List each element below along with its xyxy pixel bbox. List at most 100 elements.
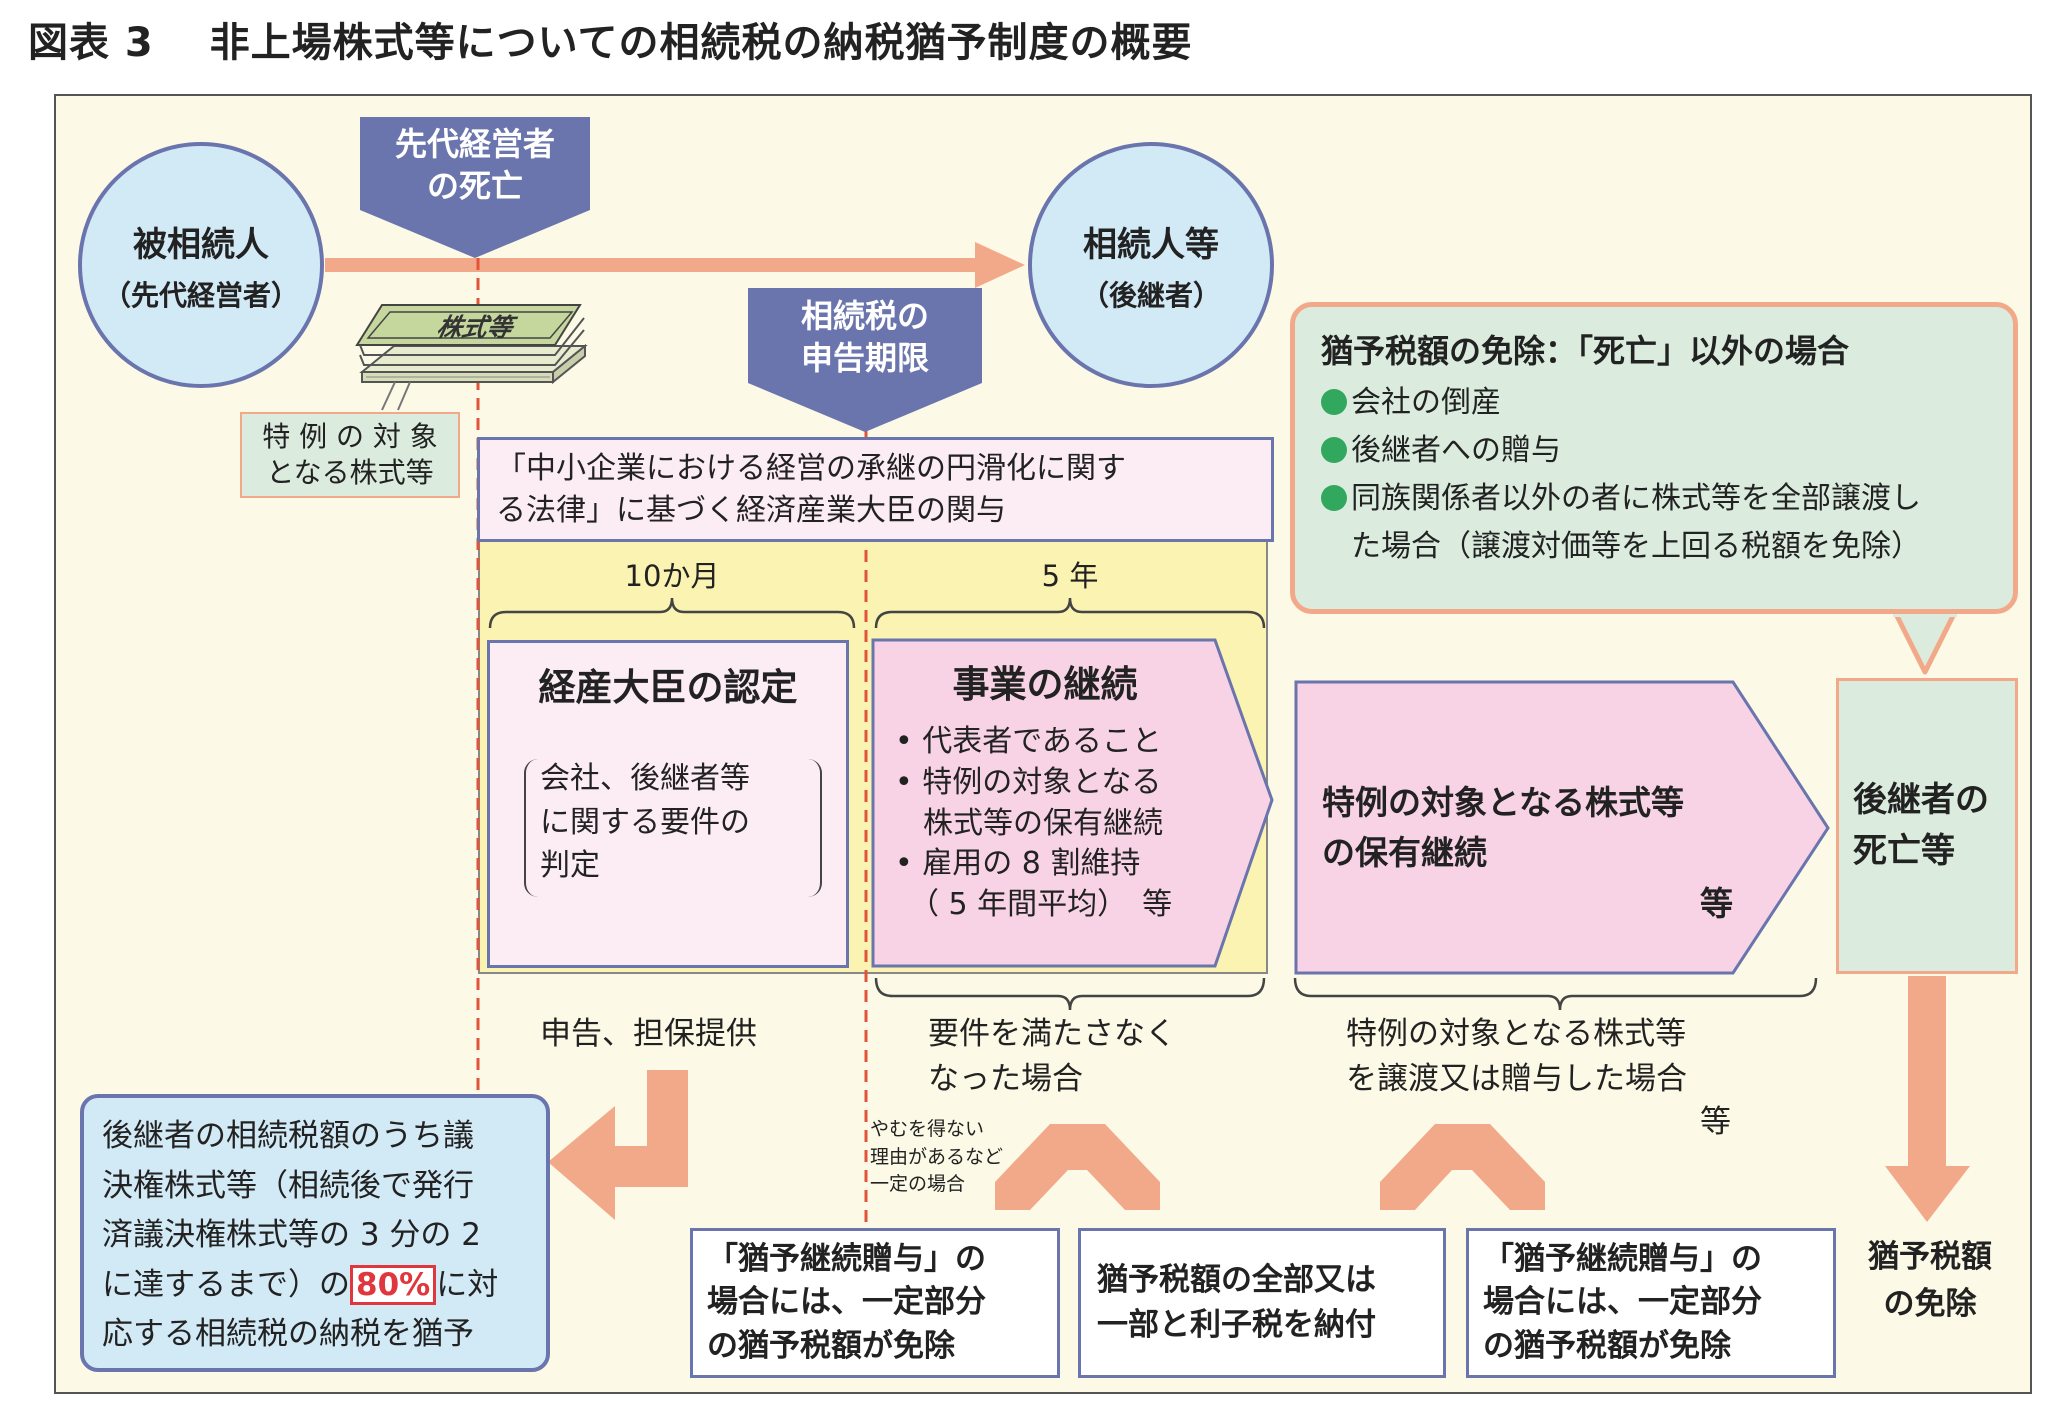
exemption-item3-text: 同族関係者以外の者に株式等を全部譲渡し (1351, 481, 1921, 516)
unavoidable-line1: やむを得ない (870, 1118, 985, 1140)
transfer-line3: 等 (1700, 1104, 1731, 1140)
certification-line1: 会社、後継者等 (540, 761, 750, 796)
stock-icon-label: 株式等 (434, 313, 516, 342)
result3-line2: 場合には、一定部分 (1483, 1284, 1762, 1321)
holding-pentagon (1294, 680, 1830, 975)
law-box-line1: 「中小企業における経営の承継の円滑化に関す (496, 451, 1126, 486)
decedent-label: 被相続人 (133, 224, 269, 265)
continuation-item1: • 代表者であること (895, 724, 1162, 759)
death-marker-line1: 先代経営者 (394, 125, 555, 163)
brace-requirements (874, 977, 1266, 1011)
certification-line3: 判定 (540, 848, 600, 883)
result3-line3: の猶予税額が免除 (1483, 1327, 1731, 1364)
deadline-marker: 相続税の 申告期限 (748, 296, 982, 379)
stock-caption-line2: となる株式等 (266, 456, 434, 489)
certification-detail: 会社、後継者等 に関する要件の 判定 (540, 757, 750, 888)
result4-line2: の免除 (1883, 1285, 1977, 1322)
heir-circle: 相続人等 （後継者） (1028, 142, 1274, 388)
result-gift-exemption-right: 「猶予継続贈与」の 場合には、一定部分 の猶予税額が免除 (1466, 1228, 1836, 1378)
unavoidable-line3: 一定の場合 (870, 1173, 966, 1196)
filing-label: 申告、担保提供 (540, 1016, 757, 1052)
transfer-line2: を譲渡又は贈与した場合 (1346, 1060, 1687, 1097)
deferral-line1: 後継者の相続税額のうち議 (102, 1118, 474, 1154)
transfer-line1: 特例の対象となる株式等 (1346, 1016, 1687, 1052)
continuation-pentagon (871, 638, 1274, 968)
decedent-circle: 被相続人 （先代経営者） (78, 142, 324, 388)
continuation-item3b: （ 5 年間平均） 等 (909, 887, 1173, 923)
bullet-icon (1321, 437, 1347, 463)
continuation-item3a: • 雇用の 8 割維持 (895, 846, 1141, 882)
brace-5-years (874, 597, 1266, 629)
heir-sublabel: （後継者） (1080, 278, 1221, 312)
holding-text: 特例の対象となる株式等 の保有継続 (1322, 778, 1684, 877)
deferral-box: 後継者の相続税額のうち議 決権株式等（相続後で発行 済議決権株式等の 3 分の … (80, 1094, 550, 1372)
exemption-item2-text: 後継者への贈与 (1351, 433, 1561, 468)
filing-elbow-arrow (548, 1070, 688, 1220)
transfer-arrow (325, 242, 1025, 288)
law-box-line2: る法律」に基づく経済産業大臣の関与 (496, 493, 1006, 528)
deadline-marker-line2: 申告期限 (800, 338, 929, 377)
period-10-months: 10か月 (624, 559, 720, 593)
decedent-sublabel: （先代経営者） (102, 278, 299, 312)
unavoidable-line2: 理由があるなど (870, 1145, 1004, 1168)
exemption-item1: 会社の倒産 (1321, 379, 2013, 427)
result3-line1: 「猶予継続贈与」の (1483, 1240, 1762, 1277)
result-final-exemption: 猶予税額 の免除 (1850, 1234, 2010, 1327)
unavoidable-note: やむを得ない 理由があるなど 一定の場合 (870, 1116, 1003, 1199)
requirements-line2: なった場合 (928, 1060, 1083, 1097)
period-5-years: 5 年 (1041, 559, 1099, 593)
result1-line2: 場合には、一定部分 (707, 1284, 986, 1321)
deadline-marker-line1: 相続税の (800, 297, 929, 335)
result4-line1: 猶予税額 (1868, 1239, 1992, 1275)
continuation-title: 事業の継続 (952, 663, 1138, 706)
brace-10-months (488, 597, 856, 629)
deferral-rate-badge: 80% (350, 1264, 437, 1305)
callout-tail (1892, 609, 1958, 675)
successor-death-line2: 死亡等 (1853, 831, 1955, 871)
bullet-icon (1321, 485, 1347, 511)
successor-death-box: 後継者の 死亡等 (1836, 678, 2018, 974)
exemption-item1-text: 会社の倒産 (1351, 385, 1501, 420)
result1-line3: の猶予税額が免除 (707, 1327, 955, 1364)
brace-transfer (1293, 977, 1818, 1011)
death-marker-line2: の死亡 (426, 166, 523, 205)
result-payment: 猶予税額の全部又は 一部と利子税を納付 (1078, 1228, 1446, 1378)
heir-label: 相続人等 (1083, 224, 1219, 265)
deferral-line5: 応する相続税の納税を猶予 (102, 1316, 474, 1353)
exemption-box: 猶予税額の免除：「死亡」以外の場合 会社の倒産 後継者への贈与 同族関係者以外の… (1290, 302, 2018, 614)
stock-caption: 特 例 の 対 象 となる株式等 (240, 412, 460, 498)
requirements-line1: 要件を満たさなく (928, 1016, 1176, 1052)
continuation-item2a: • 特例の対象となる (895, 764, 1162, 800)
certification-box: 経産大臣の認定 会社、後継者等 に関する要件の 判定 (487, 640, 849, 968)
down-arrow (1885, 976, 1970, 1222)
result2-line2: 一部と利子税を納付 (1097, 1307, 1376, 1343)
deferral-line2: 決権株式等（相続後で発行 (102, 1167, 474, 1204)
certification-title: 経産大臣の認定 (538, 666, 798, 709)
exemption-item3-cont: た場合（譲渡対価等を上回る税額を免除） (1351, 529, 1921, 564)
death-marker-shape (360, 117, 590, 258)
continuation-item2b: 株式等の保有継続 (923, 805, 1163, 841)
exemption-item3: 同族関係者以外の者に株式等を全部譲渡し (1321, 475, 2013, 523)
fork-arrow-left (995, 1124, 1160, 1210)
exemption-item2: 後継者への贈与 (1321, 427, 2013, 475)
fork-arrow-right (1380, 1124, 1545, 1210)
deferral-line3: 済議決権株式等の 3 分の 2 (102, 1217, 482, 1254)
bullet-icon (1321, 389, 1347, 415)
deferral-line4a: に達するまで）の (102, 1266, 350, 1303)
result1-line1: 「猶予継続贈与」の (707, 1240, 986, 1277)
law-box: 「中小企業における経営の承継の円滑化に関す る法律」に基づく経済産業大臣の関与 (477, 437, 1274, 542)
certification-bracket (524, 759, 822, 897)
holding-line1: 特例の対象となる株式等 (1322, 783, 1685, 822)
requirements-label: 要件を満たさなく なった場合 (928, 1012, 1176, 1102)
transfer-label: 特例の対象となる株式等 を譲渡又は贈与した場合 (1346, 1012, 1687, 1102)
result-gift-exemption-left: 「猶予継続贈与」の 場合には、一定部分 の猶予税額が免除 (690, 1228, 1060, 1378)
holding-suffix: 等 (1700, 884, 1733, 923)
death-marker: 先代経営者 の死亡 (360, 124, 590, 207)
holding-line2: の保有継続 (1322, 832, 1487, 872)
certification-line2: に関する要件の (540, 804, 750, 840)
deadline-marker-shape (748, 288, 982, 432)
result2-line1: 猶予税額の全部又は (1097, 1262, 1376, 1299)
successor-death-line1: 後継者の (1853, 780, 1989, 820)
continuation-items: • 代表者であること • 特例の対象となる 株式等の保有継続 • 雇用の 8 割… (895, 722, 1172, 926)
